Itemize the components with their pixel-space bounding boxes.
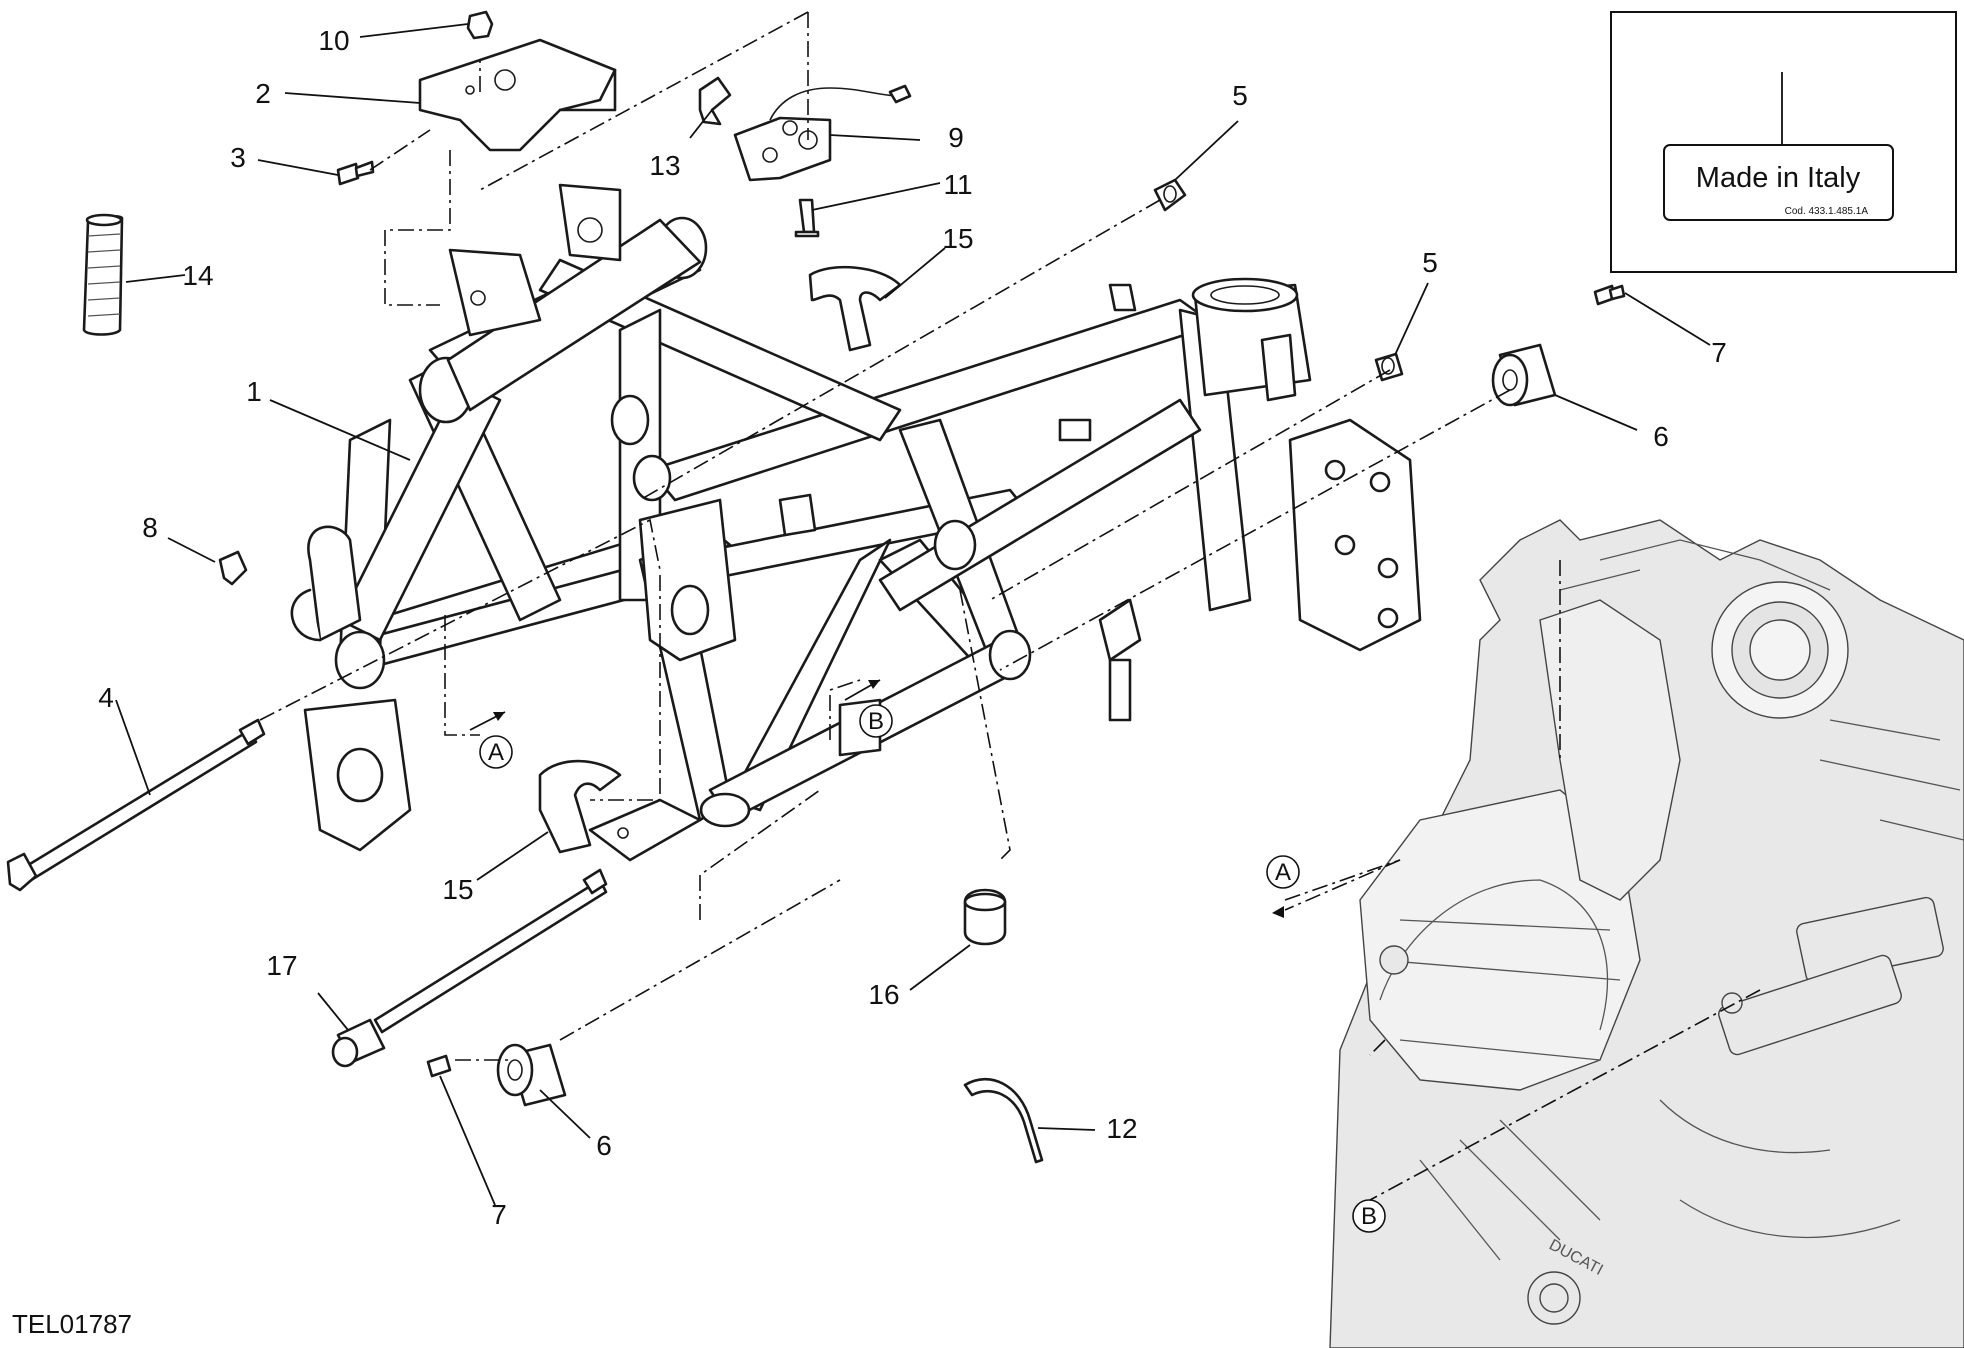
nut-part: [466, 10, 494, 40]
callout-13: 13: [649, 150, 680, 181]
callout-14: 14: [182, 260, 213, 291]
clip-part: [698, 76, 732, 126]
callout-1: 1: [246, 376, 262, 407]
reference-marker-a-engine: A: [1266, 855, 1300, 889]
callout-11: 11: [943, 169, 972, 200]
svg-text:B: B: [868, 708, 884, 735]
rubber-block-part: [1491, 343, 1557, 407]
callout-15-bottom: 15: [442, 874, 473, 905]
bolt-part-2: [426, 1054, 452, 1078]
callout-10: 10: [318, 25, 349, 56]
cable-tie-part: [963, 1078, 1044, 1164]
screw-part: [336, 160, 375, 186]
callout-4: 4: [98, 682, 114, 713]
mounting-screw-part: [794, 198, 820, 238]
grommet-part: [1153, 178, 1187, 212]
callout-3: 3: [230, 142, 246, 173]
assembly-centerlines: [259, 11, 1761, 1201]
reference-marker-b: B: [859, 704, 893, 738]
callout-5-right: 5: [1422, 247, 1438, 278]
rubber-block-part-2: [496, 1043, 567, 1107]
made-in-italy-label: [1663, 144, 1894, 221]
inset-frame: [1610, 11, 1957, 273]
bolt-part: [1593, 284, 1626, 306]
spacer-part: [808, 265, 902, 352]
bushing-part: [963, 888, 1007, 946]
label-text: Made in Italy: [1696, 162, 1861, 194]
callout-8: 8: [142, 512, 158, 543]
protective-sleeve-part: [82, 213, 124, 336]
callout-6-right: 6: [1653, 421, 1669, 452]
reference-marker-b-engine: B: [1352, 1199, 1386, 1233]
svg-text:B: B: [1361, 1203, 1377, 1230]
leader-lines: [115, 23, 1711, 1206]
reference-marker-a: A: [479, 735, 513, 769]
drawing-reference: TEL01787: [12, 1309, 132, 1339]
main-frame-part: [290, 183, 1422, 862]
svg-text:A: A: [488, 739, 504, 766]
spacer-part-2: [538, 759, 622, 854]
cable-clip-part: [218, 550, 248, 586]
svg-text:A: A: [1275, 859, 1291, 886]
callout-2: 2: [255, 78, 271, 109]
callout-17: 17: [266, 950, 297, 981]
spindle-part: [6, 718, 266, 892]
callout-16: 16: [868, 979, 899, 1010]
engine-illustration: DUCATI: [1329, 519, 1964, 1348]
callout-9: 9: [948, 122, 964, 153]
callout-7-bottom: 7: [491, 1199, 507, 1230]
support-bracket-part: [418, 38, 617, 152]
callout-12: 12: [1106, 1113, 1137, 1144]
swingarm-spindle-part: [331, 868, 608, 1068]
label-inset: Made in Italy Cod. 433.1.485.1A: [1610, 11, 1957, 273]
label-code: Cod. 433.1.485.1A: [1785, 206, 1869, 217]
side-stand-switch-part: [733, 84, 912, 182]
callout-6-bottom: 6: [596, 1130, 612, 1161]
callout-5-top: 5: [1232, 80, 1248, 111]
callout-7-right: 7: [1711, 337, 1727, 368]
callout-15-top: 15: [942, 223, 973, 254]
